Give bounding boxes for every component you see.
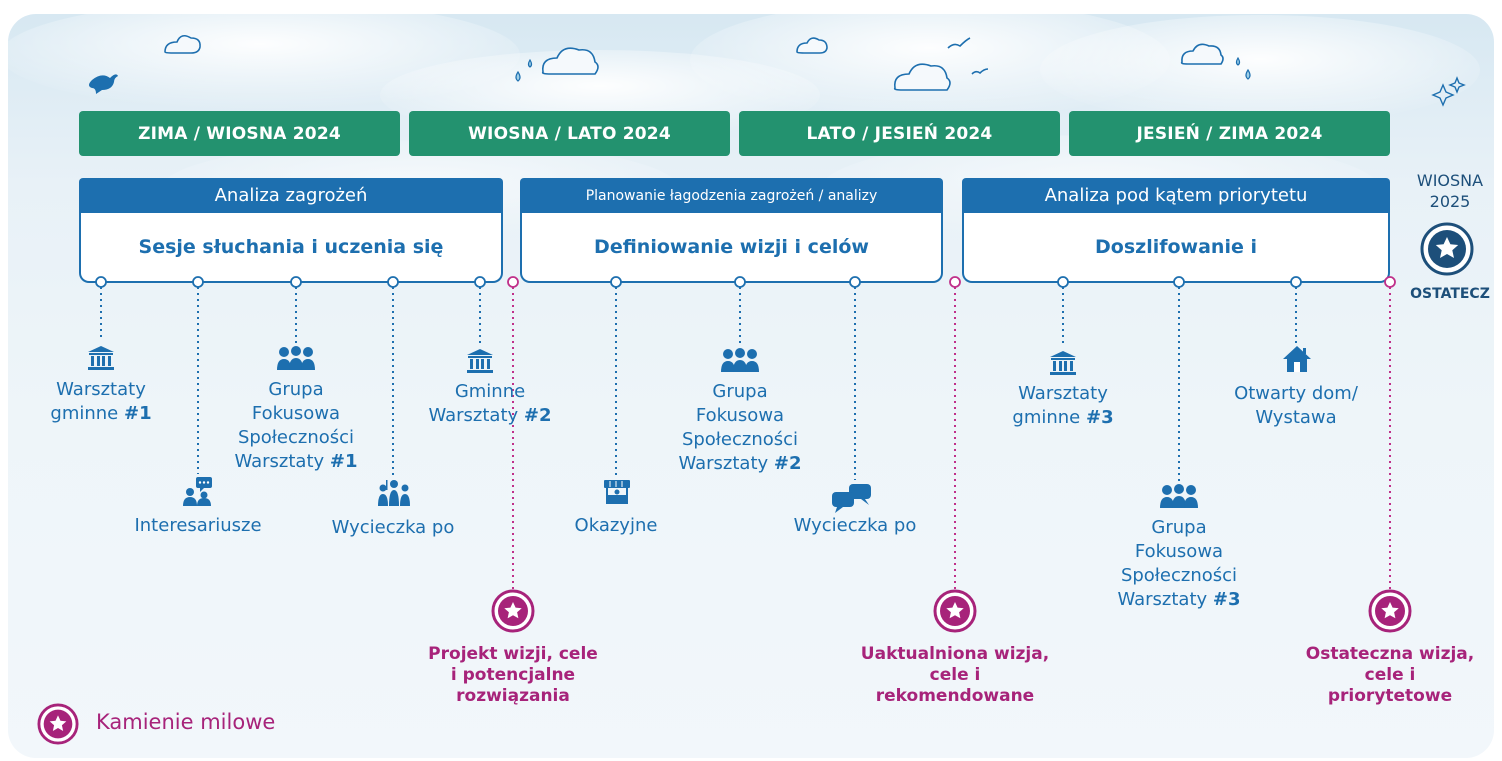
group-icon [721, 348, 759, 372]
event-line: Warsztaty [1117, 589, 1208, 610]
season-label: WIOSNA / LATO 2024 [468, 123, 671, 144]
event-number: #1 [329, 451, 358, 472]
milestone-line: cele i [1364, 665, 1416, 685]
event-line: Warsztaty [56, 379, 146, 400]
event-line: Otwarty dom/ [1234, 383, 1358, 404]
event-line: Warsztaty [234, 451, 325, 472]
event-number: #3 [1212, 589, 1241, 610]
event-line: Warsztaty [428, 405, 519, 426]
event-label: Gminne Warsztaty #2 [415, 380, 565, 428]
event-line: Warsztaty [678, 453, 769, 474]
milestone-line: Uaktualniona wizja, [860, 644, 1050, 664]
milestone-label: Uaktualniona wizja, cele i rekomendowane [845, 644, 1065, 707]
event-line: gminne [50, 403, 119, 424]
final-date-line: 2025 [1429, 192, 1471, 211]
group-icon [277, 346, 315, 370]
phase-title: Sesje słuchania i uczenia się [138, 236, 444, 258]
tour-group-icon [378, 480, 410, 506]
phase-header-label: Planowanie łagodzenia zagrożeń / analizy [585, 187, 878, 204]
phase-header: Planowanie łagodzenia zagrożeń / analizy [520, 178, 943, 213]
city-hall-icon [88, 346, 114, 370]
event-label: Wycieczka po [775, 514, 935, 538]
event-line: Wycieczka po [793, 515, 917, 536]
season-bar-2: WIOSNA / LATO 2024 [409, 111, 730, 156]
kiosk-icon [604, 480, 630, 504]
event-line: Społeczności [237, 427, 355, 448]
milestone-line: cele i [929, 665, 981, 685]
cloud-icon [164, 34, 1224, 91]
final-date: WIOSNA 2025 [1405, 170, 1495, 212]
milestone-label: Projekt wizji, cele i potencjalne rozwią… [408, 644, 618, 707]
event-line: Grupa [712, 381, 768, 402]
season-label: ZIMA / WIOSNA 2024 [138, 123, 341, 144]
milestone-line: priorytetowe [1327, 686, 1453, 706]
milestone-line: rozwiązania [456, 686, 570, 706]
event-number: #2 [523, 405, 552, 426]
season-bar-1: ZIMA / WIOSNA 2024 [79, 111, 400, 156]
dove-icon [89, 74, 118, 94]
event-label: Otwarty dom/ Wystawa [1216, 382, 1376, 430]
chat-bubbles-icon [832, 484, 871, 513]
phase-title: Doszlifowanie i [1095, 236, 1257, 258]
milestone-line: i potencjalne [450, 665, 576, 685]
phase-title: Definiowanie wizji i celów [594, 236, 869, 258]
event-line: Fokusowa [1134, 541, 1224, 562]
event-line: Grupa [268, 379, 324, 400]
phase-header-label: Analiza pod kątem priorytetu [1044, 185, 1308, 206]
event-line: Wycieczka po [331, 517, 455, 538]
event-label: Wycieczka po [313, 516, 473, 540]
event-line: Grupa [1151, 517, 1207, 538]
milestone-star-icon [933, 589, 977, 633]
phase-header-label: Analiza zagrożeń [214, 185, 368, 206]
phase-header: Analiza zagrożeń [79, 178, 503, 213]
final-date-line: WIOSNA [1416, 171, 1484, 190]
season-bar-4: JESIEŃ / ZIMA 2024 [1069, 111, 1390, 156]
event-line: Wystawa [1255, 407, 1337, 428]
event-line: Okazyjne [574, 515, 658, 536]
sparkle-icon [1431, 76, 1466, 107]
event-line: Gminne [454, 381, 526, 402]
event-line: Interesariusze [134, 515, 262, 536]
stakeholders-icon [183, 477, 212, 506]
bird-icon [947, 37, 989, 75]
event-line: Społeczności [1120, 565, 1238, 586]
event-label: Grupa Fokusowa Społeczności Warsztaty #1 [221, 378, 371, 474]
phase-title-box: Sesje słuchania i uczenia się [79, 213, 503, 283]
phase-header: Analiza pod kątem priorytetu [962, 178, 1390, 213]
final-star-icon [1420, 222, 1474, 276]
season-bar-3: LATO / JESIEŃ 2024 [739, 111, 1060, 156]
season-label: JESIEŃ / ZIMA 2024 [1136, 123, 1323, 144]
event-number: #1 [123, 403, 152, 424]
city-hall-icon [1050, 351, 1076, 375]
milestone-label: Ostateczna wizja, cele i priorytetowe [1290, 644, 1490, 707]
milestone-line: Ostateczna wizja, [1305, 644, 1475, 664]
city-hall-icon [467, 349, 493, 373]
season-label: LATO / JESIEŃ 2024 [806, 123, 993, 144]
event-label: Interesariusze [108, 514, 288, 538]
event-label: Grupa Fokusowa Społeczności Warsztaty #2 [665, 380, 815, 476]
legend-label: Kamienie milowe [96, 710, 276, 734]
event-number: #3 [1085, 407, 1114, 428]
event-label: Warsztaty gminne #1 [31, 378, 171, 426]
final-label: OSTATECZ [1410, 286, 1490, 302]
event-line: Fokusowa [695, 405, 785, 426]
event-label: Warsztaty gminne #3 [993, 382, 1133, 430]
milestone-line: Projekt wizji, cele [428, 644, 598, 664]
event-line: Fokusowa [251, 403, 341, 424]
milestone-star-icon [491, 589, 535, 633]
raindrop-icon [515, 56, 1251, 82]
event-line: Społeczności [681, 429, 799, 450]
group-icon [1160, 484, 1198, 508]
legend-star-icon [37, 703, 79, 745]
event-label: Okazyjne [546, 514, 686, 538]
milestone-star-icon [1368, 589, 1412, 633]
house-icon [1283, 346, 1311, 372]
event-line: Warsztaty [1018, 383, 1108, 404]
phase-title-box: Definiowanie wizji i celów [520, 213, 943, 283]
milestone-line: rekomendowane [875, 686, 1035, 706]
event-label: Grupa Fokusowa Społeczności Warsztaty #3 [1104, 516, 1254, 612]
event-number: #2 [773, 453, 802, 474]
event-line: gminne [1012, 407, 1081, 428]
